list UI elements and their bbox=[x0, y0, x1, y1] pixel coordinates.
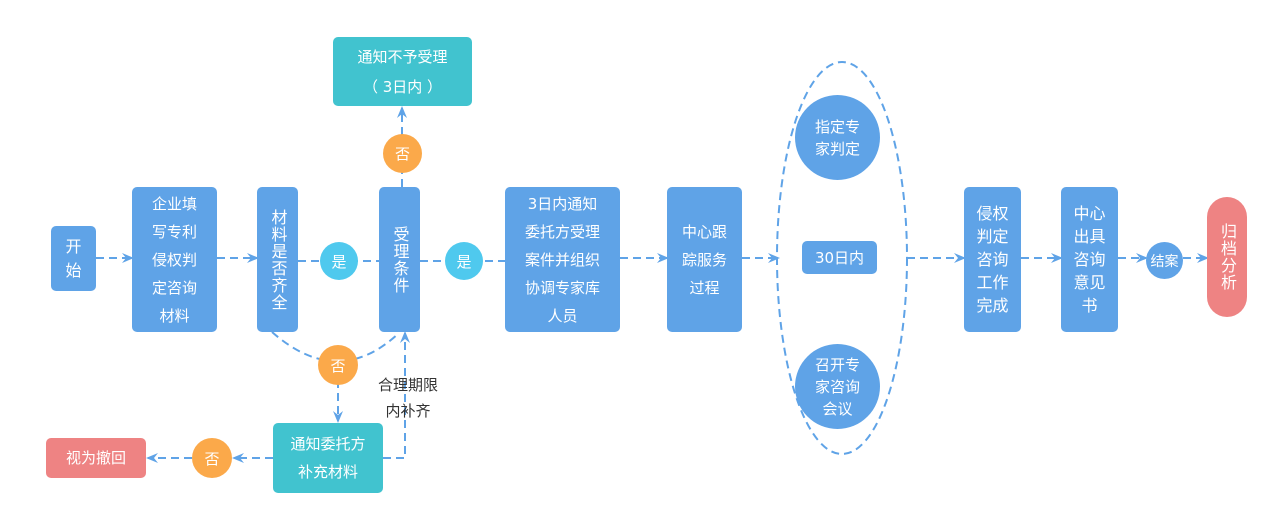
decision-no-supplement: 否 bbox=[192, 438, 232, 478]
edge-supplement-return bbox=[383, 331, 410, 459]
annotation-supplement-deadline: 合理期限 内补齐 bbox=[377, 376, 438, 420]
node-archive-analysis: 归档分析 bbox=[1207, 197, 1247, 317]
node-notify-not-accepted: 通知不予受理 （ 3日内 ） bbox=[333, 37, 472, 106]
decision-no-not-accepted: 否 bbox=[383, 134, 422, 173]
decision-no-incomplete: 否 bbox=[318, 345, 358, 385]
node-judgment-complete: 侵权 判定 咨询 工作 完成 bbox=[964, 187, 1021, 332]
node-close-case: 结案 bbox=[1146, 242, 1183, 279]
node-notify-accept-organize: 3日内通知 委托方受理 案件并组织 协调专家库 人员 bbox=[505, 187, 620, 332]
node-deemed-withdrawn: 视为撤回 bbox=[46, 438, 146, 478]
node-within-30-days: 30日内 bbox=[802, 241, 877, 274]
node-expert-judgment: 指定专 家判定 bbox=[795, 95, 880, 180]
decision-yes-1: 是 bbox=[320, 242, 358, 280]
parallel-ellipse bbox=[776, 61, 908, 455]
node-fill-materials: 企业填 写专利 侵权判 定咨询 材料 bbox=[132, 187, 217, 332]
node-expert-meeting: 召开专 家咨询 会议 bbox=[795, 344, 880, 429]
node-center-tracking: 中心跟 踪服务 过程 bbox=[667, 187, 742, 332]
node-issue-opinion: 中心 出具 咨询 意见 书 bbox=[1061, 187, 1118, 332]
node-notify-supplement: 通知委托方 补充材料 bbox=[273, 423, 383, 493]
decision-yes-2: 是 bbox=[445, 242, 483, 280]
node-start: 开 始 bbox=[51, 226, 96, 291]
node-materials-complete: 材料是否齐全 bbox=[257, 187, 298, 332]
node-acceptance-conditions: 受理条件 bbox=[379, 187, 420, 332]
